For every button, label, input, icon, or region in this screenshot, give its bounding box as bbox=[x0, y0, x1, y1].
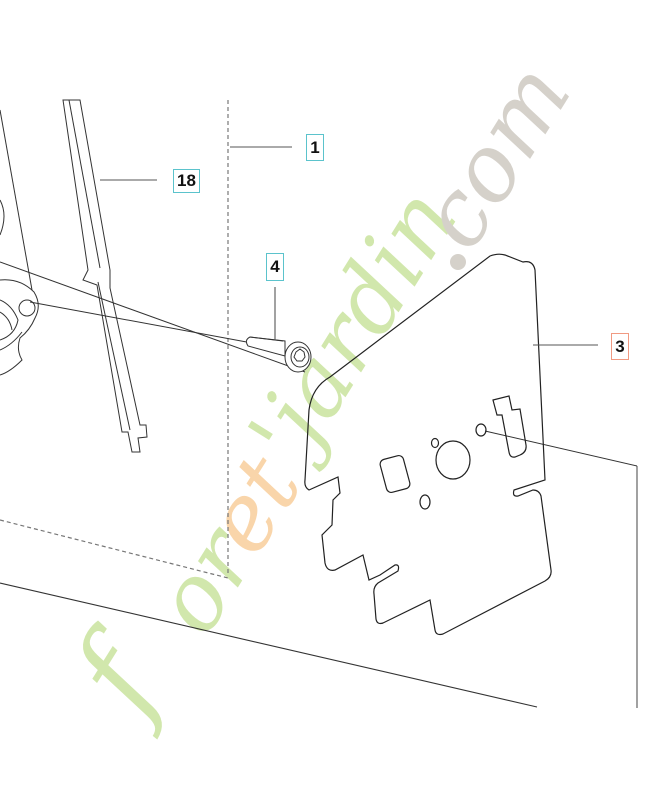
axis-line-lower bbox=[29, 301, 253, 344]
callout-1[interactable]: 1 bbox=[306, 134, 324, 161]
base-line-lower bbox=[0, 582, 538, 708]
axis-line-upper bbox=[0, 261, 306, 373]
callout-3[interactable]: 3 bbox=[611, 333, 629, 360]
part-4-screw bbox=[245, 336, 312, 373]
part-3-gasket bbox=[304, 253, 552, 636]
bracket-line-diagonal bbox=[484, 430, 638, 467]
dashed-axis-diagonal bbox=[0, 519, 229, 579]
svg-text:f: f bbox=[42, 608, 198, 742]
part-18-strip bbox=[62, 99, 148, 453]
machine-fragment bbox=[0, 109, 39, 376]
callout-4[interactable]: 4 bbox=[266, 253, 284, 281]
callout-18[interactable]: 18 bbox=[173, 169, 200, 193]
